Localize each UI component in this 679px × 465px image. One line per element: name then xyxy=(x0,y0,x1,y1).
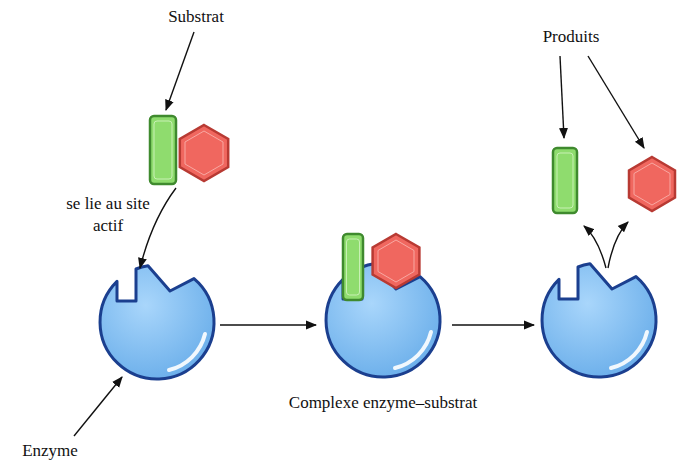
products-label: Produits xyxy=(511,26,631,48)
product-shapes xyxy=(553,148,675,213)
arrow xyxy=(74,32,644,436)
substrate-label: Substrat xyxy=(136,6,256,28)
enzyme-label: Enzyme xyxy=(5,440,95,462)
enzyme-shape xyxy=(100,266,214,379)
complex-label: Complexe enzyme–substrat xyxy=(263,392,503,414)
enzyme-shape xyxy=(542,264,656,377)
substrate-shape xyxy=(150,116,228,184)
binding-note: se lie au site actif xyxy=(62,193,154,237)
bound-substrate xyxy=(343,234,419,300)
